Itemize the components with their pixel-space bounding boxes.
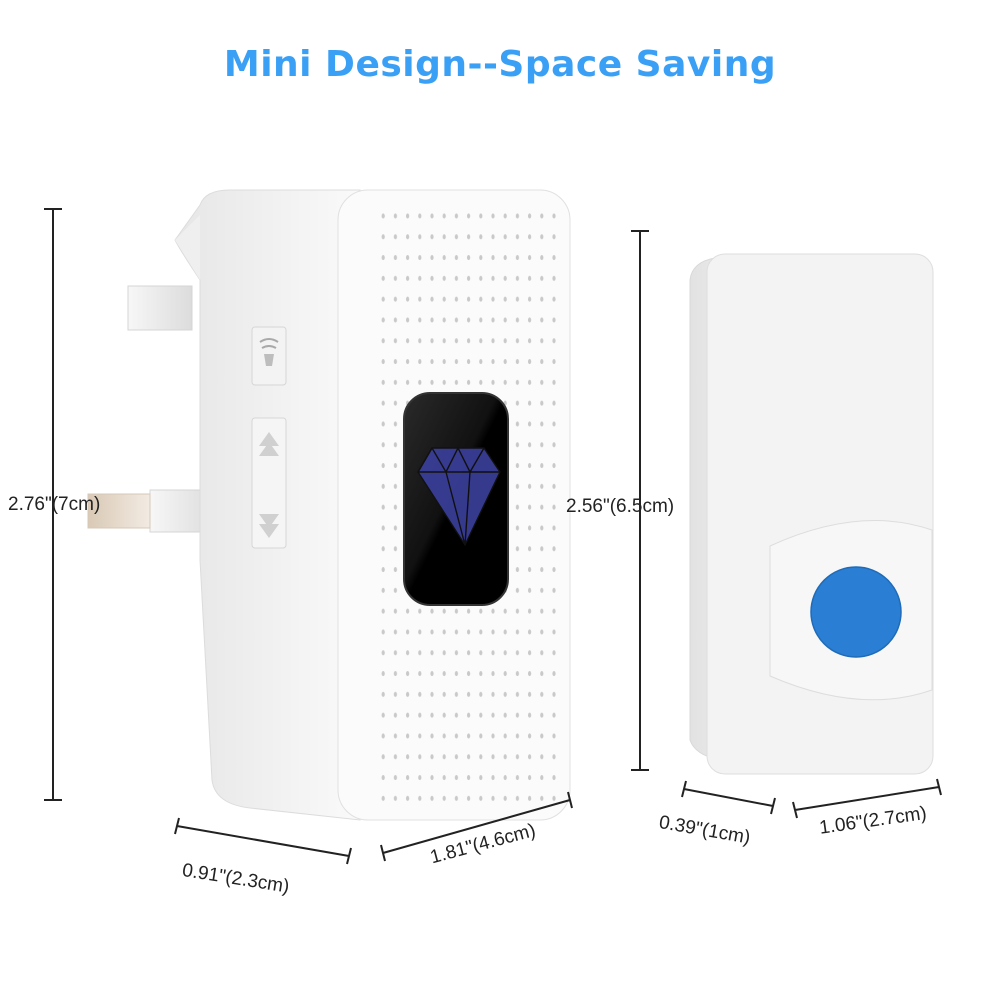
down-arrow-icon bbox=[259, 514, 279, 538]
button-height-label: 2.56"(6.5cm) bbox=[566, 496, 675, 517]
up-down-buttons[interactable] bbox=[251, 417, 287, 549]
up-arrow-icon bbox=[259, 432, 279, 456]
dimension-lines bbox=[44, 208, 942, 865]
plug-prongs bbox=[87, 285, 216, 533]
push-button-unit bbox=[689, 253, 934, 775]
receiver-display bbox=[403, 392, 509, 606]
page-title: Mini Design--Space Saving bbox=[223, 44, 777, 85]
doorbell-push-button bbox=[810, 566, 902, 658]
diamond-icon bbox=[417, 446, 501, 547]
receiver-height-label: 2.76"(7cm) bbox=[8, 494, 101, 515]
volume-button[interactable] bbox=[251, 326, 287, 386]
